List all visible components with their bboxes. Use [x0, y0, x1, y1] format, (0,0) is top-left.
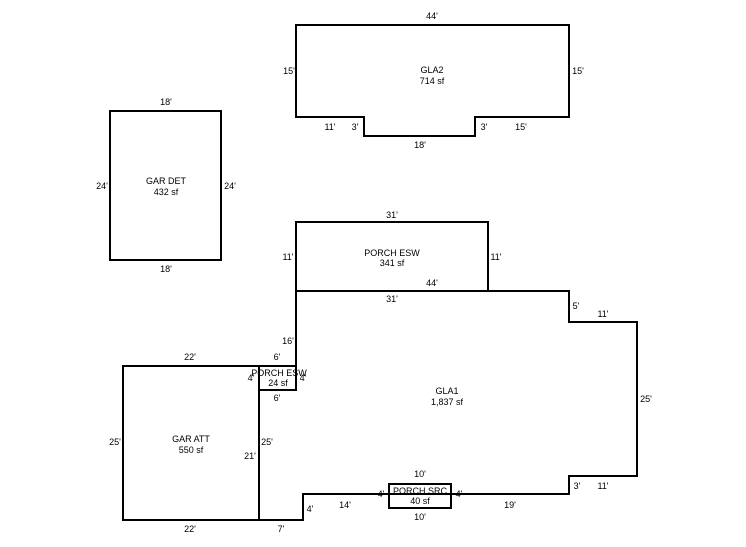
dim-gardet-right: 24': [224, 181, 236, 191]
gla2-outline: [295, 24, 570, 137]
gla1-label: GLA1: [435, 386, 458, 396]
dim-gardet-top: 18': [160, 97, 172, 107]
gla2-label: GLA2: [420, 65, 443, 75]
dim-gla1-25r: 25': [640, 394, 652, 404]
dim-ps-4r: 4': [300, 373, 307, 383]
porch-esw-top-label: PORCH ESW: [364, 248, 420, 258]
gar-att-area[interactable]: GAR ATT 550 sf: [122, 365, 260, 521]
dim-porch-top: 31': [386, 210, 398, 220]
dim-gla1-5: 5': [573, 301, 580, 311]
dim-gla1-10t: 10': [414, 469, 426, 479]
dim-garatt-bottom: 22': [184, 524, 196, 534]
dim-gla1-4v: 4': [307, 504, 314, 514]
gla2-area[interactable]: GLA2 714 sf: [295, 24, 570, 137]
dim-ps-4l: 4': [248, 373, 255, 383]
dim-gardet-left: 24': [96, 181, 108, 191]
dim-porch-right: 11': [490, 252, 501, 262]
dim-gla2-left: 15': [283, 66, 295, 76]
dim-gla1-11b: 11': [597, 481, 608, 491]
porch-src-area[interactable]: PORCH SRC 40 sf: [388, 483, 452, 509]
dim-gla1-4l: 4': [378, 489, 385, 499]
gla1-area-value: 1,837 sf: [431, 397, 464, 407]
porch-src-area-value: 40 sf: [410, 496, 430, 506]
dim-gla2-right: 15': [572, 66, 584, 76]
dim-gla2-b4: 3': [481, 122, 488, 132]
porch-esw-top-area[interactable]: PORCH ESW 341 sf: [295, 221, 489, 292]
dim-gardet-bottom: 18': [160, 264, 172, 274]
dim-garatt-top: 22': [184, 352, 196, 362]
porch-esw-small-area-value: 24 sf: [268, 378, 288, 388]
dim-gla1-16: 16': [282, 336, 294, 346]
dim-gla1-25l: 25': [261, 437, 273, 447]
dim-porch-bottom: 31': [386, 294, 398, 304]
gar-det-outline: [109, 110, 222, 261]
dim-garatt-left: 25': [109, 437, 121, 447]
dim-gla1-10b: 10': [414, 512, 426, 522]
dim-gla1-7: 7': [278, 524, 285, 534]
gar-det-area-value: 432 sf: [154, 187, 179, 197]
dim-gla2-top: 44': [426, 11, 438, 21]
dim-garatt-21: 21': [244, 451, 256, 461]
porch-src-outline: [388, 483, 452, 509]
dim-gla1-6b: 6': [274, 393, 281, 403]
dim-gla1-top: 44': [426, 278, 438, 288]
gar-det-area[interactable]: GAR DET 432 sf: [109, 110, 222, 261]
dim-gla1-4r: 4': [456, 489, 463, 499]
porch-src-label: PORCH SRC: [393, 486, 448, 496]
dim-gla1-6t: 6': [274, 352, 281, 362]
dim-gla1-11a: 11': [597, 309, 608, 319]
dim-gla2-b5: 15': [515, 122, 527, 132]
dim-gla1-14: 14': [339, 500, 351, 510]
porch-esw-top-area-value: 341 sf: [380, 258, 405, 268]
dim-gla2-b3: 18': [414, 140, 426, 150]
dim-gla2-b1: 11': [324, 122, 335, 132]
dim-gla1-3: 3': [574, 481, 581, 491]
porch-esw-small-label: PORCH ESW: [251, 368, 307, 378]
dim-porch-left: 11': [282, 252, 293, 262]
gar-att-outline: [122, 365, 260, 521]
gar-att-area-value: 550 sf: [179, 445, 204, 455]
dim-gla2-b2: 3': [352, 122, 359, 132]
gar-att-label: GAR ATT: [172, 434, 210, 444]
gar-det-label: GAR DET: [146, 176, 187, 186]
dim-gla1-19: 19': [504, 500, 516, 510]
gla2-area-value: 714 sf: [420, 76, 445, 86]
